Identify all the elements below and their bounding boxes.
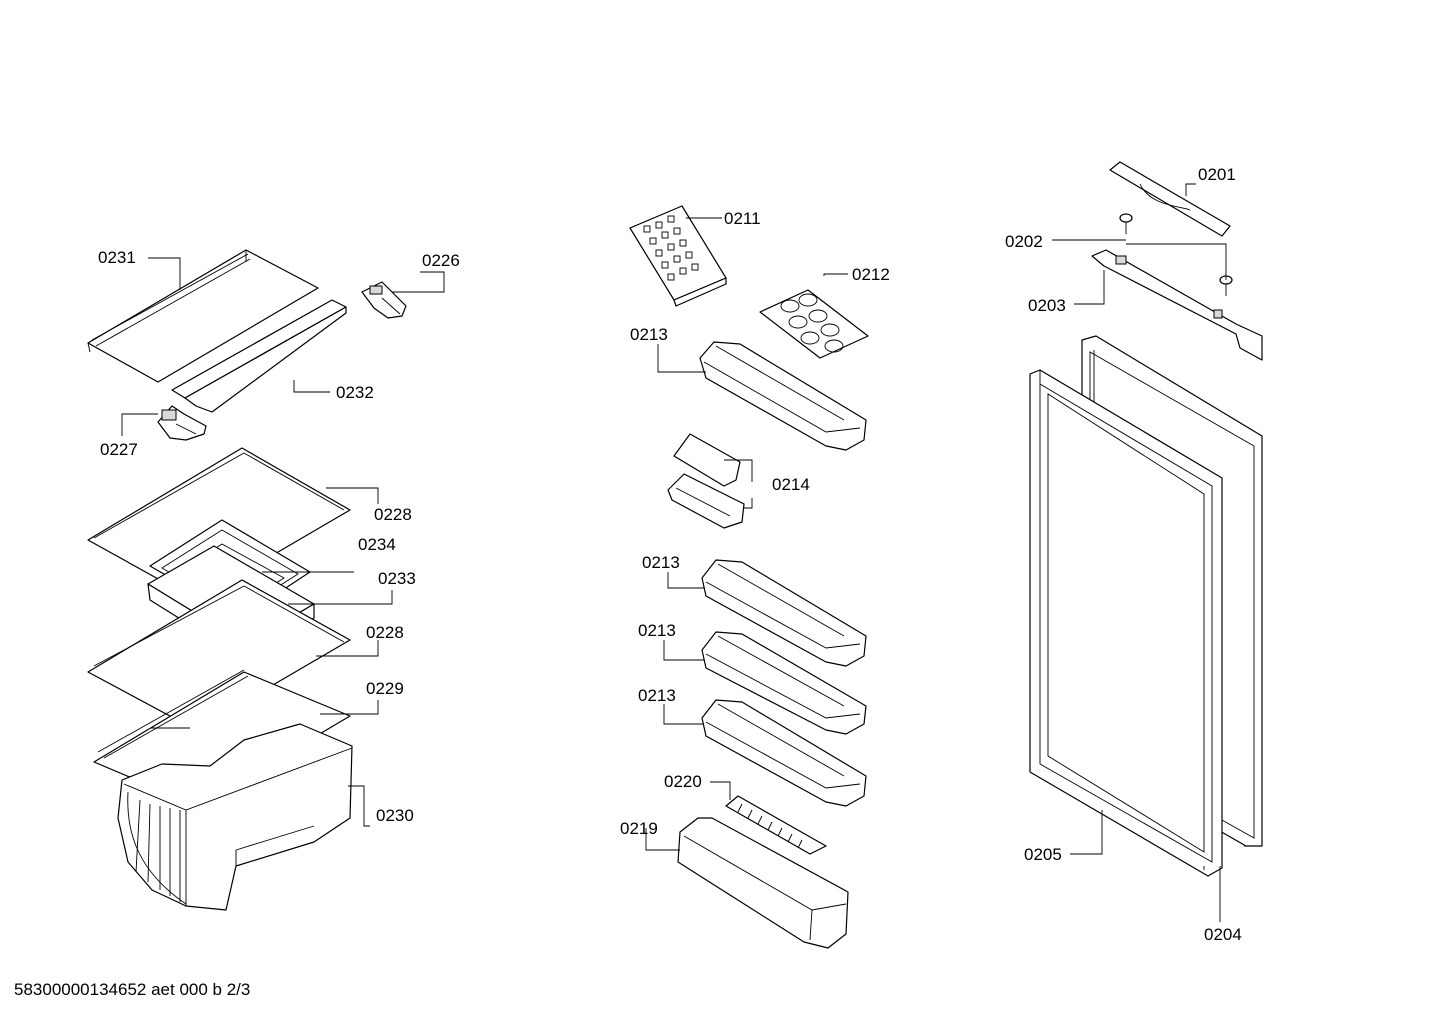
label-0228-upper: 0228 (374, 505, 412, 524)
part-0213-door-shelf-1 (699, 341, 867, 451)
label-0213-2: 0213 (642, 553, 680, 572)
label-0231: 0231 (98, 248, 136, 267)
leader-lines-middle (645, 217, 848, 851)
part-0228-lower-glass-shelf (87, 579, 351, 731)
part-0212-egg-tray (759, 289, 869, 359)
label-0213-4: 0213 (638, 686, 676, 705)
label-0230: 0230 (376, 806, 414, 825)
label-0213-1: 0213 (630, 325, 668, 344)
part-0203-hinge-bracket (1091, 249, 1263, 361)
label-0227: 0227 (100, 440, 138, 459)
part-0219-bottle-shelf (677, 817, 849, 949)
part-0232-shelf-strip (171, 299, 347, 413)
label-0233: 0233 (378, 569, 416, 588)
part-0213-door-shelf-2 (701, 559, 867, 667)
leader-lines-left (121, 257, 445, 827)
label-0202: 0202 (1005, 232, 1043, 251)
label-0232: 0232 (336, 383, 374, 402)
label-0201: 0201 (1198, 165, 1236, 184)
label-0228-lower: 0228 (366, 623, 404, 642)
part-0213-door-shelf-3 (701, 631, 867, 735)
label-0213-3: 0213 (638, 621, 676, 640)
part-0205-door-seal (1029, 369, 1223, 877)
label-0211: 0211 (724, 209, 761, 228)
part-0211-ice-tray (629, 205, 727, 307)
part-0201-top-trim (1109, 161, 1231, 237)
part-0231-glass-shelf (87, 249, 319, 383)
label-0226: 0226 (422, 251, 460, 270)
label-0212: 0212 (852, 265, 890, 284)
part-0220-bottle-retainer (725, 795, 827, 855)
part-0226-bracket (361, 281, 407, 319)
label-0220: 0220 (664, 772, 702, 791)
part-0230-crisper-bin (117, 723, 353, 911)
document-reference-footer: 58300000134652 aet 000 b 2/3 (14, 980, 251, 999)
leader-lines-right (1052, 183, 1258, 922)
part-0227-bracket (157, 405, 207, 441)
label-0219: 0219 (620, 819, 658, 838)
label-0204: 0204 (1204, 925, 1242, 944)
label-0229: 0229 (366, 679, 404, 698)
part-0214-butter-dish (667, 433, 745, 529)
label-0234: 0234 (358, 535, 396, 554)
label-0214: 0214 (772, 475, 810, 494)
part-0202-screw-left (1119, 213, 1133, 234)
label-0205: 0205 (1024, 845, 1062, 864)
part-0213-door-shelf-4 (701, 699, 867, 807)
label-0203: 0203 (1028, 296, 1066, 315)
